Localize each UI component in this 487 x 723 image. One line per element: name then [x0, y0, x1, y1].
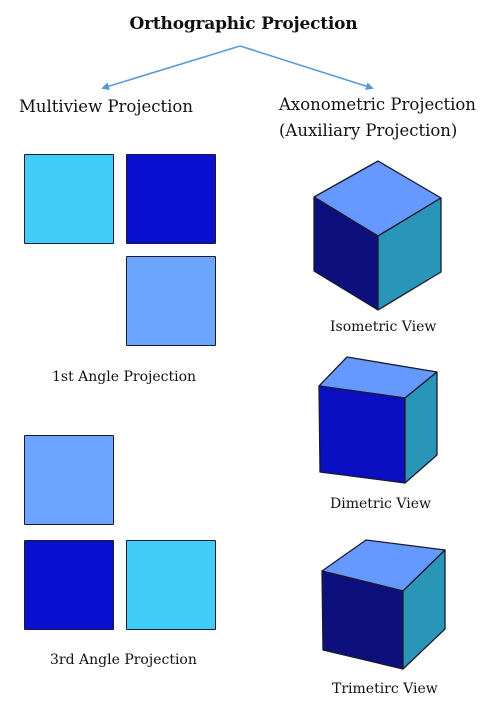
trimetric-cube-right [402, 549, 446, 670]
dimetric-cube-right [404, 371, 438, 484]
arrow-to-multiview [101, 45, 241, 91]
isometric-cube [313, 160, 442, 311]
trimetric-cube [321, 539, 446, 670]
multiview-heading: Multiview Projection [19, 97, 193, 116]
first-angle-left-view [24, 154, 114, 244]
third-angle-front-view [24, 540, 114, 630]
first-angle-caption: 1st Angle Projection [52, 369, 197, 385]
arrow-to-axonometric [239, 45, 374, 90]
dimetric-caption: Dimetric View [330, 496, 431, 512]
diagram-title: Orthographic Projection [129, 14, 358, 34]
third-angle-caption: 3rd Angle Projection [50, 652, 197, 668]
trimetric-caption: Trimetirc View [332, 681, 438, 697]
axonometric-heading: Axonometric Projection (Auxiliary Projec… [279, 92, 476, 144]
third-angle-top-view [24, 435, 114, 525]
dimetric-cube-left [318, 385, 406, 484]
axonometric-heading-line2: (Auxiliary Projection) [279, 121, 458, 140]
axonometric-heading-line1: Axonometric Projection [279, 95, 476, 114]
third-angle-right-view [126, 540, 216, 630]
first-angle-top-view [126, 256, 216, 346]
dimetric-cube [318, 356, 438, 484]
isometric-caption: Isometric View [330, 319, 437, 335]
isometric-cube-right [377, 197, 442, 311]
first-angle-front-view [126, 154, 216, 244]
